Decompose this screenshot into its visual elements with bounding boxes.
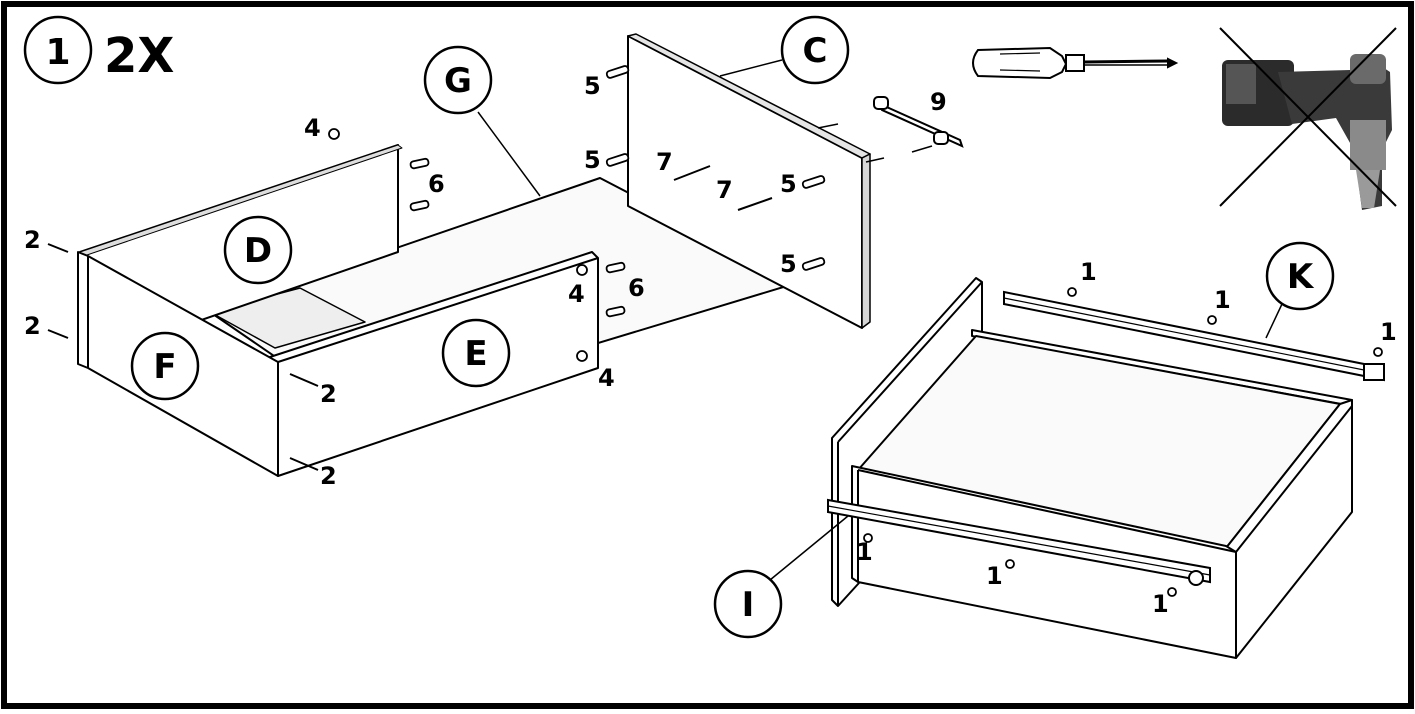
- cam-4: [576, 264, 588, 276]
- num-1: 1: [1080, 258, 1097, 286]
- num-5: 5: [780, 170, 797, 198]
- num-5: 5: [584, 146, 601, 174]
- label-c: C: [803, 31, 828, 71]
- screw-1: [863, 533, 873, 543]
- label-i: I: [742, 585, 755, 625]
- screw-2: [289, 373, 319, 387]
- num-6: 6: [628, 274, 645, 302]
- screw-2: [47, 243, 69, 253]
- screw-2: [47, 329, 69, 339]
- dowel-5: [605, 65, 630, 79]
- screw-1: [1005, 559, 1015, 569]
- cam-4: [576, 350, 588, 362]
- num-2: 2: [24, 312, 41, 340]
- num-6: 6: [428, 170, 445, 198]
- num-9: 9: [930, 88, 947, 116]
- label-g: G: [444, 61, 472, 101]
- dowel-6: [409, 199, 430, 212]
- step-number: 1: [45, 32, 70, 73]
- screw-7: [737, 197, 773, 211]
- label-f: F: [153, 347, 176, 387]
- dowel-6: [409, 157, 430, 170]
- power-drill-icon: [1219, 27, 1397, 210]
- screw-7: [673, 165, 711, 181]
- num-1: 1: [1152, 590, 1169, 618]
- assembled-drawer: [831, 277, 1353, 659]
- num-1: 1: [986, 562, 1003, 590]
- num-2: 2: [320, 380, 337, 408]
- step-multiplier: 2X: [104, 28, 174, 84]
- fasteners-left: [47, 65, 826, 471]
- screw-1: [1167, 587, 1177, 597]
- num-4: 4: [304, 114, 321, 142]
- dowel-5: [605, 153, 630, 167]
- num-5: 5: [584, 72, 601, 100]
- step-header: 1 2X: [23, 15, 174, 85]
- forbidden-cross: [1219, 27, 1397, 207]
- screw-2: [289, 457, 319, 471]
- num-1: 1: [1214, 286, 1231, 314]
- runner-i: [827, 498, 1211, 586]
- num-2: 2: [24, 226, 41, 254]
- num-4: 4: [598, 364, 615, 392]
- part-labels-right: [713, 241, 1335, 639]
- num-2: 2: [320, 462, 337, 490]
- cam-4: [328, 128, 340, 140]
- dowel-6: [605, 261, 626, 274]
- num-1: 1: [856, 538, 873, 566]
- num-4: 4: [568, 280, 585, 308]
- fasteners-right: [863, 287, 1383, 597]
- label-d: D: [244, 231, 272, 271]
- screw-1: [1373, 347, 1383, 357]
- dowel-6: [605, 305, 626, 318]
- screwdriver-icon: [972, 46, 1179, 80]
- screw-1: [1067, 287, 1077, 297]
- label-e: E: [464, 334, 487, 374]
- num-7: 7: [716, 176, 733, 204]
- label-k: K: [1287, 257, 1315, 297]
- num-1: 1: [1380, 318, 1397, 346]
- screw-1: [1207, 315, 1217, 325]
- num-7: 7: [656, 148, 673, 176]
- num-5: 5: [780, 250, 797, 278]
- dowel-5: [801, 175, 826, 189]
- drawer-left-side: [851, 465, 1237, 659]
- handle-9: [817, 96, 964, 163]
- dowel-5: [801, 257, 826, 271]
- step-circle: [23, 15, 93, 85]
- runner-k: [1003, 290, 1385, 382]
- part-labels-left: [130, 15, 850, 401]
